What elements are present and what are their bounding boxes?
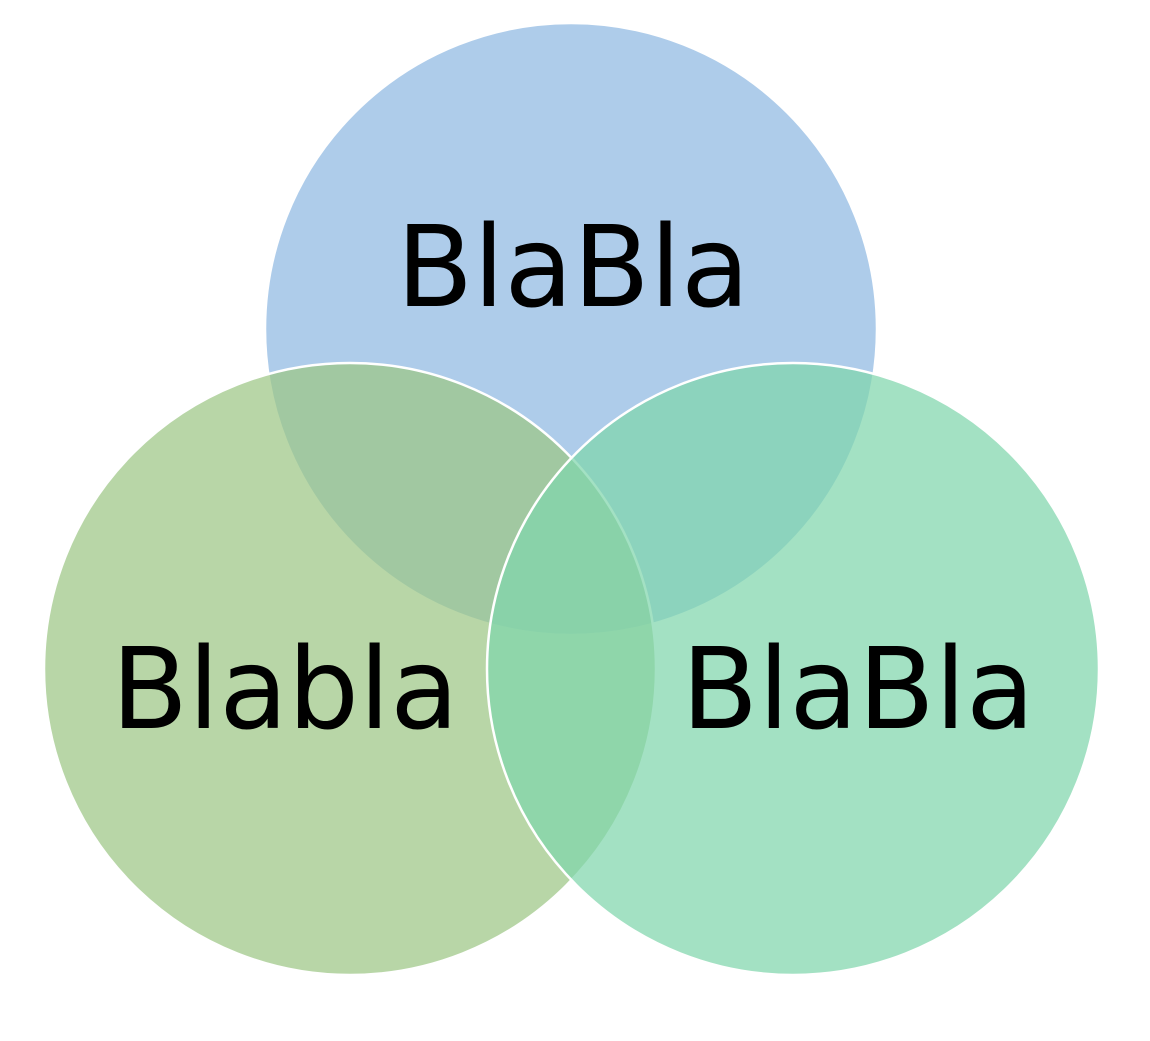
label-right: BlaBla: [681, 625, 1034, 755]
circle-right: [485, 361, 1101, 977]
label-top: BlaBla: [396, 203, 749, 333]
label-left: Blabla: [111, 625, 458, 755]
